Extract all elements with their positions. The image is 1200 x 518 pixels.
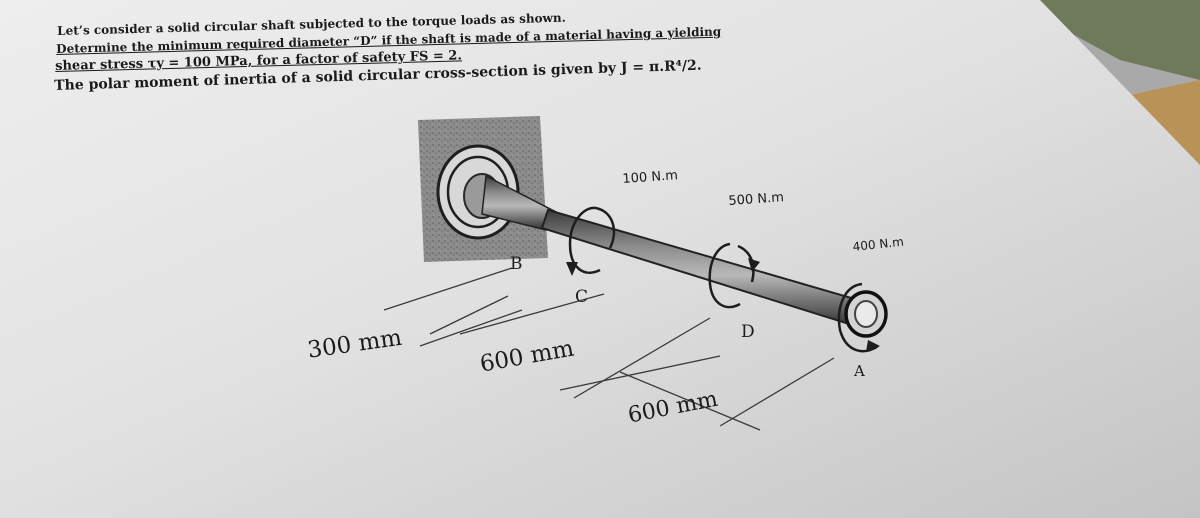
dimension-lines bbox=[383, 267, 835, 431]
point-label-c: C bbox=[575, 287, 589, 307]
torque-arrow-c bbox=[566, 206, 616, 276]
point-label-a: A bbox=[854, 362, 865, 380]
point-label-b: B bbox=[510, 254, 523, 274]
torque-arrow-a bbox=[837, 282, 880, 353]
background-table bbox=[1130, 80, 1200, 165]
point-label-d: D bbox=[741, 322, 755, 342]
torque-arrow-d bbox=[708, 242, 760, 309]
